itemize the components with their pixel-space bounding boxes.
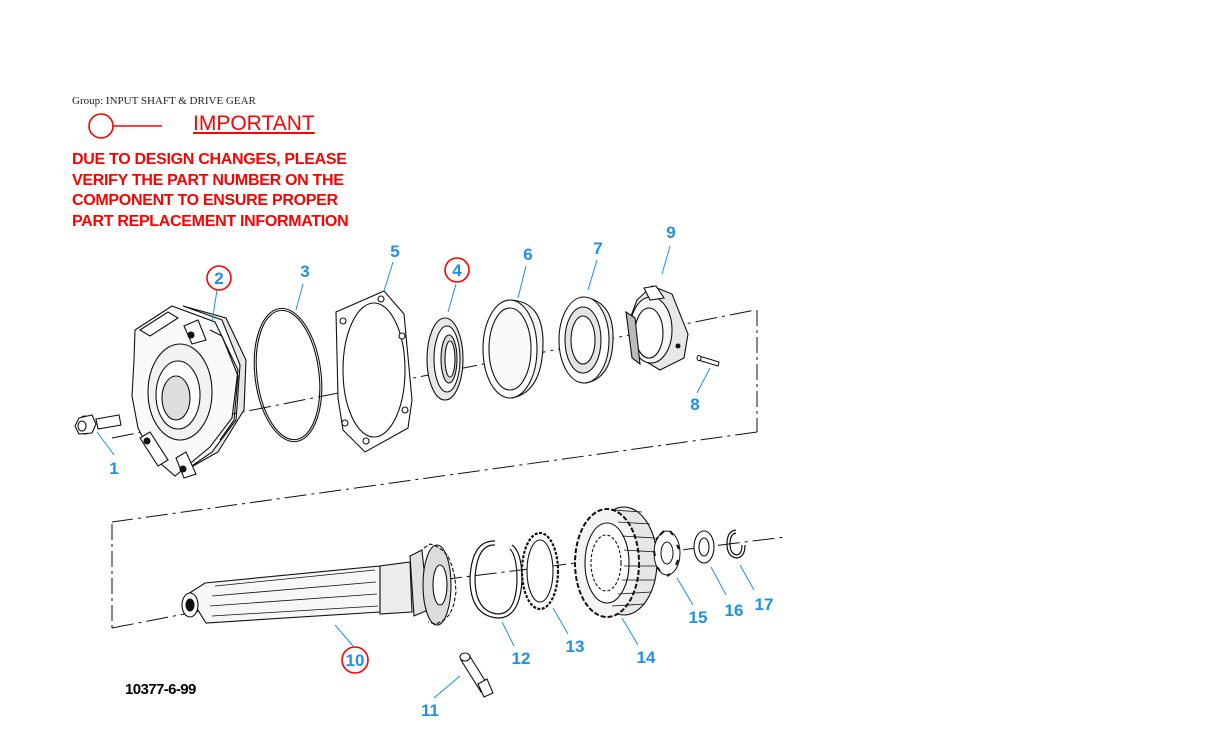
pin-part	[696, 355, 720, 367]
callout-7: 7	[593, 239, 602, 258]
callout-4: 4	[452, 261, 462, 280]
callout-6: 6	[523, 245, 532, 264]
group-label: Group: INPUT SHAFT & DRIVE GEAR	[72, 95, 256, 107]
bearing-cover-part	[131, 305, 247, 479]
callout-13: 13	[566, 637, 585, 656]
notice-line: COMPONENT TO ENSURE PROPER	[72, 192, 338, 209]
notice-line: DUE TO DESIGN CHANGES, PLEASE	[72, 151, 347, 168]
seal-part	[426, 317, 464, 401]
callout-14: 14	[637, 648, 656, 667]
callout-8: 8	[690, 395, 699, 414]
important-title: IMPORTANT	[193, 112, 315, 135]
leader-lines	[96, 245, 755, 699]
important-legend-symbol	[88, 113, 162, 139]
callout-3: 3	[300, 262, 309, 281]
callout-16: 16	[725, 601, 744, 620]
notice-line: PART REPLACEMENT INFORMATION	[72, 212, 349, 230]
washer-part	[693, 530, 715, 564]
callout-1: 1	[109, 459, 118, 478]
synchro-ring-part	[520, 531, 560, 611]
gasket-part	[335, 290, 413, 453]
o-ring-part	[253, 307, 323, 443]
important-notice: DUE TO DESIGN CHANGES, PLEASE VERIFY THE…	[72, 150, 349, 232]
callout-12: 12	[512, 649, 531, 668]
notice-line: VERIFY THE PART NUMBER ON THE	[72, 171, 344, 189]
callout-2: 2	[214, 269, 223, 288]
callout-17: 17	[755, 595, 774, 614]
bearing-cup-part	[482, 299, 544, 399]
needle-bearing-part	[653, 530, 681, 577]
callout-numbers: 1 2 3 4 5 6 7 8 9 10 11 12 13 14 15 16 1…	[109, 223, 773, 720]
bolt-part	[74, 414, 122, 435]
callout-9: 9	[666, 223, 675, 242]
callout-11: 11	[421, 701, 439, 720]
retainer-nut-part	[625, 285, 689, 371]
bearing-cone-part	[558, 296, 614, 384]
callout-15: 15	[689, 608, 708, 627]
pilot-pin-part	[459, 652, 494, 698]
important-callout-circles	[206, 257, 470, 674]
snap-ring-part	[469, 540, 523, 619]
callout-10: 10	[346, 651, 365, 670]
drawing-code: 10377-6-99	[125, 681, 196, 698]
retaining-ring-part	[726, 529, 746, 559]
drive-gear-part	[574, 506, 658, 618]
input-shaft-part	[181, 543, 457, 626]
callout-5: 5	[390, 242, 399, 261]
